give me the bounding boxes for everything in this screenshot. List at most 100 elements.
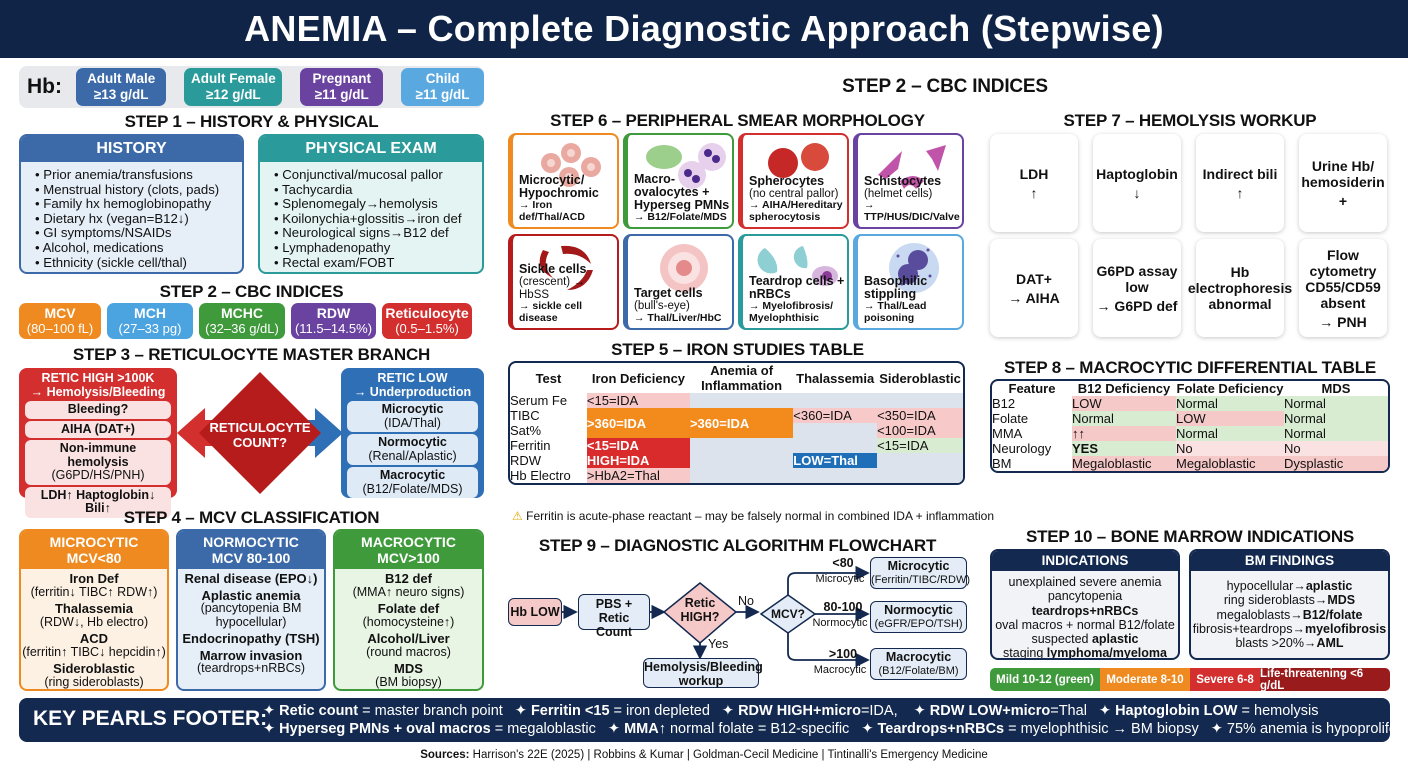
sickle-cell-icon bbox=[539, 245, 593, 290]
hb-adult-male: Adult Male≥13 g/dL bbox=[76, 68, 167, 106]
hemolysis-test-result: → AIHA bbox=[1008, 289, 1060, 306]
macro-table-cell: LOW bbox=[1072, 396, 1176, 411]
smear-cell-name: Spherocytes bbox=[749, 173, 825, 188]
iron-table-cell: HIGH=IDA bbox=[586, 453, 690, 468]
iron-table-cell bbox=[793, 438, 878, 453]
history-list: Prior anemia/transfusionsMenstrual histo… bbox=[21, 162, 242, 270]
smear-cell-association: → AIHA/Hereditary spherocytosis bbox=[749, 199, 843, 223]
exam-card: PHYSICAL EXAM Conjunctival/mucosal pallo… bbox=[258, 134, 484, 274]
flow-no-label: No bbox=[738, 594, 754, 608]
cbc-index-range: (11.5–14.5%) bbox=[294, 321, 373, 336]
hemolysis-test-tile: Hb electrophoresis abnormal bbox=[1188, 239, 1292, 337]
iron-table-cell bbox=[793, 393, 878, 408]
smear-card: Spherocytes(no central pallor)→ AIHA/Her… bbox=[738, 133, 849, 229]
flow-branch-cutoff: >100 bbox=[828, 647, 858, 661]
iron-table-cell bbox=[689, 393, 794, 408]
mcv-cause: ACD(ferritin↑ TIBC↓ hepcidin↑) bbox=[22, 631, 166, 659]
iron-table-row: Ferritin<15=IDA<15=IDA bbox=[510, 438, 963, 453]
severity-level: Life-threatening <6 g/dL bbox=[1260, 668, 1390, 691]
flow-branch-cutoff: 80-100 bbox=[823, 600, 863, 614]
basophilic-stippling-icon bbox=[889, 243, 939, 293]
history-item: GI symptoms/NSAIDs bbox=[35, 226, 232, 241]
smear-cell-desc: (bull's-eye) bbox=[634, 300, 690, 312]
hemolysis-test-tile: Flow cytometry CD55/CD59 absent→ PNH bbox=[1299, 239, 1387, 337]
smear-card: Macro-ovalocytes + Hyperseg PMNs→ B12/Fo… bbox=[623, 133, 734, 229]
bm-indications-header: INDICATIONS bbox=[992, 551, 1178, 571]
bm-line: suspected aplastic bbox=[1031, 632, 1139, 647]
cbc-index-mcv: MCV(80–100 fL) bbox=[19, 303, 101, 339]
step7-title: STEP 7 – HEMOLYSIS WORKUP bbox=[1063, 111, 1317, 130]
mcv-cause: B12 def(MMA↑ neuro signs) bbox=[352, 571, 465, 599]
iron-table-cell: LOW=Thal bbox=[793, 453, 878, 468]
severity-level: Severe 6-8 bbox=[1190, 668, 1260, 691]
smear-text: Schistocytes(helmet cells)→ TTP/HUS/DIC/… bbox=[864, 173, 960, 224]
flow-branch-label: Normocytic bbox=[812, 617, 868, 629]
smear-cell-association: → Myelofibrosis/ Myelophthisic bbox=[749, 300, 834, 324]
macro-table-cell: Normal bbox=[1284, 411, 1388, 426]
diamond-shape bbox=[199, 372, 321, 494]
pearl-item: ✦Retic count = master branch point bbox=[263, 703, 503, 719]
mcv-cause: Endocrinopathy (TSH) bbox=[182, 631, 320, 646]
smear-cell-name: Schistocytes bbox=[864, 173, 942, 188]
severity-level: Moderate 8-10 bbox=[1100, 668, 1190, 691]
smear-text: Spherocytes(no central pallor)→ AIHA/Her… bbox=[749, 173, 845, 224]
smear-text: Sickle cells(crescent) → HbSS→ sickle ce… bbox=[519, 263, 615, 324]
hemolysis-test-tile: Indirect bili↑ bbox=[1196, 134, 1284, 232]
key-pearls-footer: KEY PEARLS FOOTER: ✦Retic count = master… bbox=[19, 698, 1408, 742]
hemolysis-test-result: ↑ bbox=[1030, 184, 1038, 201]
flow-pbs-retic: PBS + Retic Count bbox=[578, 594, 650, 639]
macro-table-cell: YES bbox=[1072, 441, 1176, 456]
hb-threshold-bar: Hb: Adult Male≥13 g/dL Adult Female≥12 g… bbox=[19, 66, 484, 108]
hemolysis-test-result: → PNH bbox=[1319, 313, 1367, 330]
mcv-cause: Marrow invasion(teardrops+nRBCs) bbox=[196, 647, 306, 675]
history-item: Prior anemia/transfusions bbox=[35, 167, 232, 183]
hemolysis-test-result: ↑ bbox=[1236, 184, 1244, 201]
smear-cell-name: Basophilic stippling bbox=[864, 274, 928, 301]
iron-table-cell: <360=IDA bbox=[793, 408, 878, 423]
iron-table-cell bbox=[793, 423, 878, 438]
iron-table-row: Hb Electro>HbA2=Thal bbox=[510, 468, 963, 483]
cbc-index-reticulocyte: Reticulocyte(0.5–1.5%) bbox=[382, 303, 472, 339]
iron-table-test: Serum Fe bbox=[510, 393, 568, 408]
smear-cell-association: → Thal/Lead poisoning bbox=[864, 300, 927, 324]
smear-card: Schistocytes(helmet cells)→ TTP/HUS/DIC/… bbox=[853, 133, 964, 229]
smear-card: Sickle cells(crescent) → HbSS→ sickle ce… bbox=[508, 234, 619, 330]
macro-table-feature: B12 bbox=[992, 396, 1016, 411]
iron-table-cell: >360=IDA bbox=[689, 408, 794, 438]
iron-table-cell: <15=IDA bbox=[877, 438, 963, 453]
step1-title: STEP 1 – HISTORY & PHYSICAL bbox=[124, 112, 379, 131]
mcv-cause: Renal disease (EPO↓) bbox=[184, 571, 318, 586]
smear-card: Basophilic stippling→ Thal/Lead poisonin… bbox=[853, 234, 964, 330]
smear-text: Basophilic stippling→ Thal/Lead poisonin… bbox=[864, 275, 960, 324]
reticulocyte-count-label: RETICULOCYTE COUNT? bbox=[209, 420, 311, 450]
iron-table-cell: >HbA2=Thal bbox=[586, 468, 690, 483]
history-card: HISTORY Prior anemia/transfusionsMenstru… bbox=[19, 134, 244, 274]
iron-table-header: Anemia of Inflammation bbox=[701, 363, 783, 393]
step5-title: STEP 5 – IRON STUDIES TABLE bbox=[611, 340, 864, 359]
smear-cell-name: Target cells bbox=[634, 286, 703, 300]
history-header: HISTORY bbox=[21, 136, 242, 162]
smear-text: Teardrop cells + nRBCs→ Myelofibrosis/ M… bbox=[749, 275, 845, 324]
smear-cell-association: → sickle cell disease bbox=[519, 300, 583, 324]
step9-title: STEP 9 – DIAGNOSTIC ALGORITHM FLOWCHART bbox=[538, 536, 937, 555]
retic-high-item: AIHA (DAT+) bbox=[25, 420, 171, 438]
spherocyte-icon bbox=[768, 143, 829, 178]
hemolysis-test-tile: DAT+→ AIHA bbox=[990, 239, 1078, 337]
smear-cell-association: → Thal/Liver/HbC bbox=[634, 311, 722, 324]
retic-high-item: LDH↑ Haptoglobin↓ Bili↑ bbox=[25, 486, 171, 518]
iron-table-cell: <350=IDA bbox=[877, 408, 963, 423]
bm-line: blasts >20%→AML bbox=[1235, 636, 1344, 651]
mcv-cause: MDS(BM biopsy) bbox=[375, 661, 442, 689]
iron-table-test: Sat% bbox=[510, 423, 542, 438]
pearl-item: ✦MMA↑ normal folate = B12-specific bbox=[607, 721, 850, 737]
